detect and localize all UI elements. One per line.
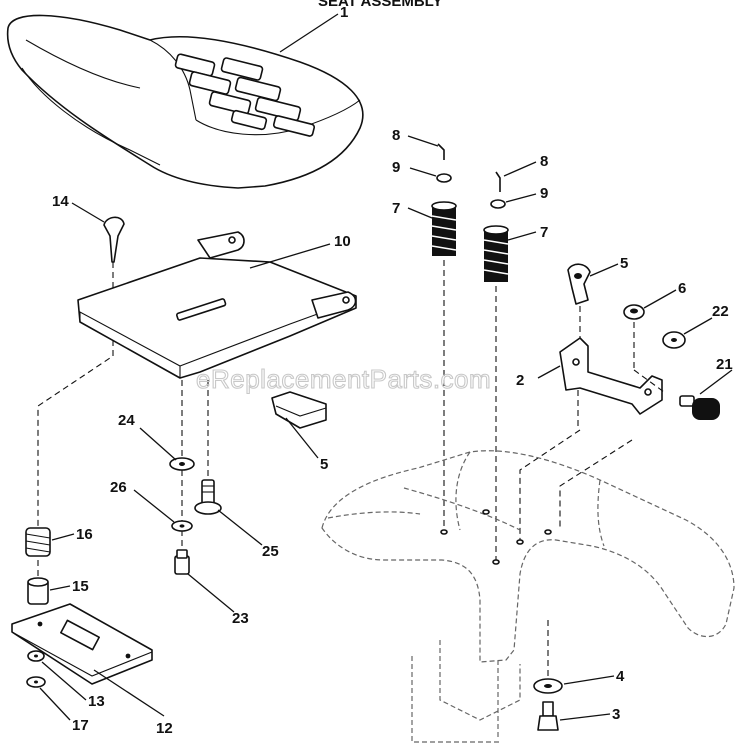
nut-6 [623,304,645,320]
bushing-15 [27,577,49,605]
callout-washer-26: 26 [110,479,127,496]
callout-seat-pan: 10 [334,233,351,250]
leader-seat [279,13,339,53]
washer-4 [533,678,563,694]
adjust-knob [103,216,125,263]
spring-7-right [483,225,509,282]
callout-latch-5-right: 5 [620,255,628,272]
callout-washer-9-left: 9 [392,159,400,176]
slide-rail-12 [11,603,153,685]
washer-26 [171,520,193,532]
callout-bolt-3: 3 [612,706,620,723]
callout-bolt-23: 23 [232,610,249,627]
mower-frame [321,450,735,743]
washer-22 [662,331,686,349]
callout-washer-22: 22 [712,303,729,320]
washer-9-right [490,199,506,209]
callout-washer-17: 17 [72,717,89,734]
bracket-2 [559,337,663,415]
callout-knob-21: 21 [716,356,733,373]
callout-bolt-8-right: 8 [540,153,548,170]
bolt-8-left [437,143,445,160]
callout-washer-24: 24 [118,412,135,429]
callout-washer-13: 13 [88,693,105,710]
washer-24 [169,457,195,471]
latch-5-right [567,263,591,305]
callout-spring-16: 16 [76,526,93,543]
spring-16 [25,527,51,557]
callout-rail-12: 12 [156,720,173,737]
watermark: eReplacementParts.com [196,364,491,394]
bolt-3 [537,701,559,731]
callout-bolt-8-left: 8 [392,127,400,144]
callout-nut-6: 6 [678,280,686,297]
callout-knob-14: 14 [52,193,69,210]
callout-clip-5-left: 5 [320,456,328,473]
bolt-23 [174,549,190,575]
clip-5-left [271,391,327,429]
bolt-8-right [495,171,501,192]
washer-17 [26,676,46,688]
washer-13 [27,650,45,662]
callout-washer-9-right: 9 [540,185,548,202]
callout-seat: 1 [340,4,348,21]
seat-pan [77,231,357,379]
spring-7-left [431,201,457,256]
seat [6,14,364,189]
callout-bracket-2: 2 [516,372,524,389]
callout-bolt-25: 25 [262,543,279,560]
bolt-25 [194,479,222,515]
washer-9-left [436,173,452,183]
callout-spring-7-right: 7 [540,224,548,241]
callout-spring-7-left: 7 [392,200,400,217]
callout-bushing-15: 15 [72,578,89,595]
header-text: SEAT ASSEMBLY [318,0,442,10]
knob-21 [679,395,720,420]
callout-washer-4: 4 [616,668,625,685]
